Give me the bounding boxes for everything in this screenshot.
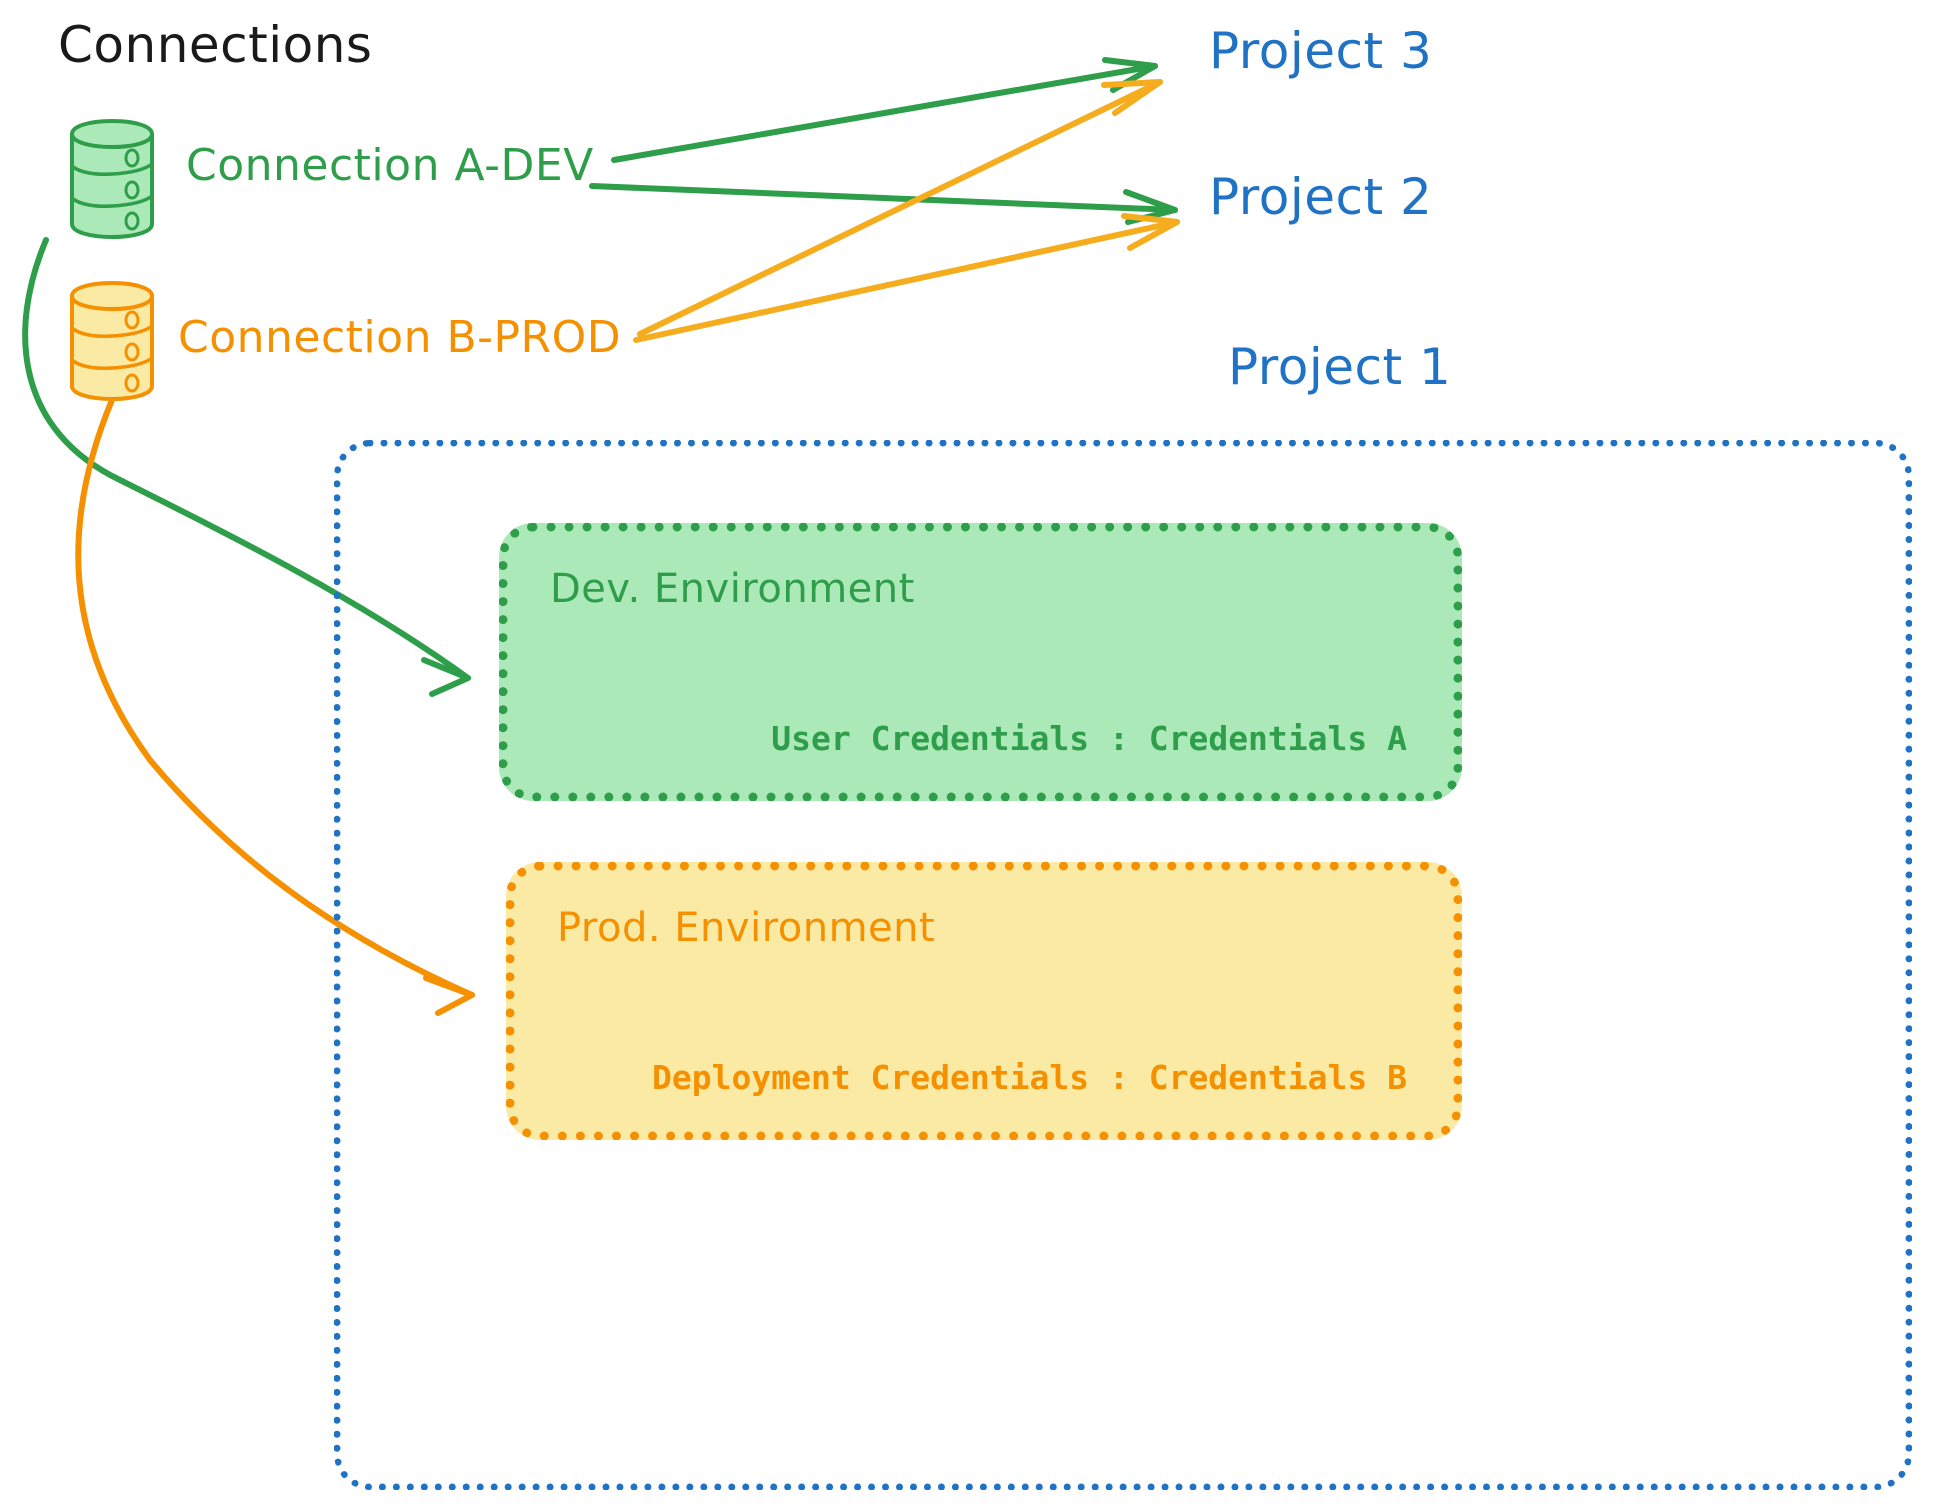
database-cylinder-icon-connection-b[interactable]: [66, 280, 158, 402]
project-2-label: Project 2: [1209, 168, 1433, 226]
prod-environment-title: Prod. Environment: [557, 905, 936, 951]
dev-environment-box[interactable]: Dev. Environment User Credentials : Cred…: [499, 523, 1462, 801]
prod-environment-credentials: Deployment Credentials : Credentials B: [652, 1058, 1407, 1097]
project-3-label: Project 3: [1209, 22, 1433, 80]
database-cylinder-icon-connection-a[interactable]: [66, 118, 158, 240]
dev-environment-credentials: User Credentials : Credentials A: [771, 719, 1407, 758]
connection-b-prod-label: Connection B-PROD: [178, 312, 622, 363]
connection-a-dev-label: Connection A-DEV: [186, 140, 594, 191]
project-1-container: [334, 440, 1912, 1490]
arrow-conn-b-to-project-3: [637, 79, 1163, 337]
arrow-conn-b-to-project-2: [633, 213, 1180, 343]
arrow-conn-a-to-project-2: [589, 183, 1178, 225]
arrow-conn-a-to-project-3: [611, 57, 1158, 163]
project-1-label: Project 1: [1228, 338, 1452, 396]
prod-environment-box[interactable]: Prod. Environment Deployment Credentials…: [506, 862, 1462, 1140]
dev-environment-title: Dev. Environment: [550, 566, 915, 612]
page-title: Connections: [58, 16, 373, 74]
